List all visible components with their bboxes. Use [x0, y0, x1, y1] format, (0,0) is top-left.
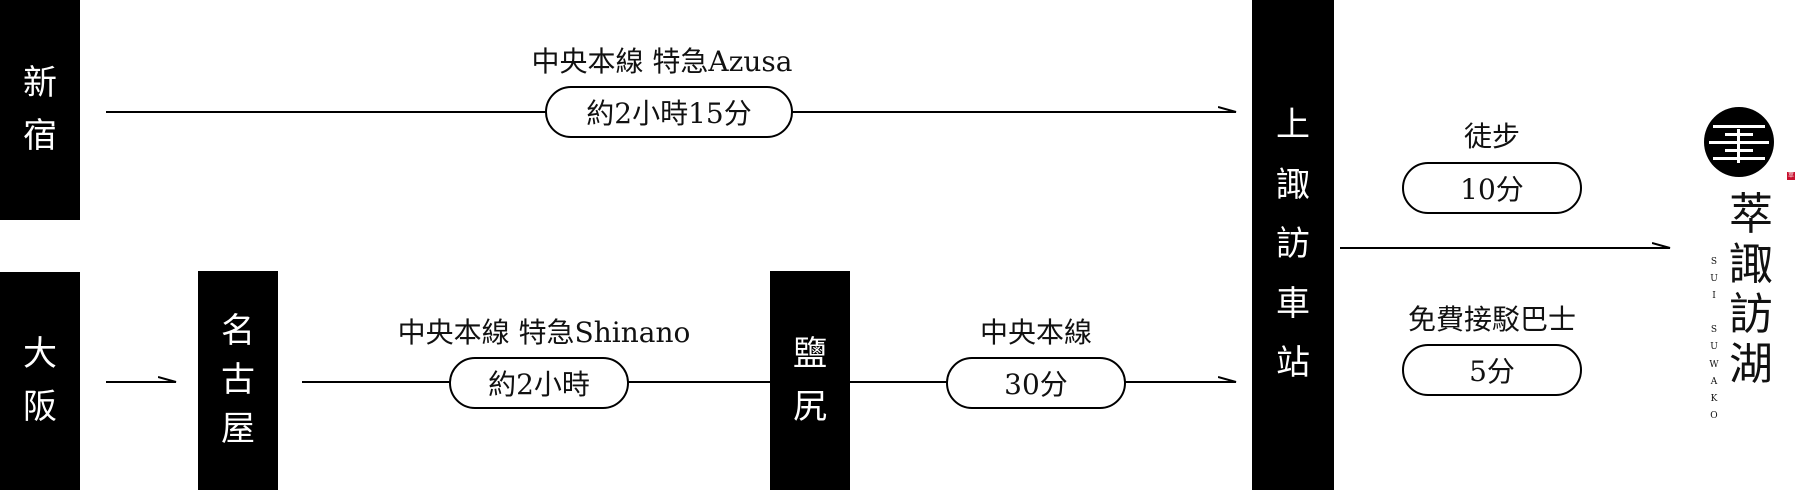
logo-roman-char: O: [1710, 410, 1718, 421]
logo-roman-char: U: [1710, 274, 1718, 285]
station-osaka: 大 阪: [0, 272, 80, 490]
station-kamisuwa-char-1: 上: [1276, 105, 1310, 146]
route-shiojiri-time-pill: 30分: [946, 357, 1126, 409]
route-hotel-line: [1340, 247, 1670, 249]
walk-time-pill: 10分: [1402, 162, 1582, 214]
station-shinjuku-char-2: 宿: [23, 116, 57, 156]
logo-roman-char: I: [1712, 291, 1716, 302]
route-shiojiri-arrowhead: [1218, 376, 1237, 383]
route-nagoya-time: 約2小時: [488, 368, 590, 401]
route-osaka-line: [106, 381, 174, 383]
logo-name-char: 萃: [1729, 189, 1773, 240]
logo-roman-char: W: [1709, 359, 1719, 370]
logo-roman-char: S: [1710, 325, 1718, 336]
station-osaka-char-1: 大: [23, 334, 57, 375]
station-kamisuwa-char-4: 車: [1276, 283, 1310, 324]
logo-name: 萃 諏 訪 湖: [1721, 189, 1781, 391]
logo-name-char: 訪: [1729, 289, 1773, 341]
station-shiojiri-char-2: 尻: [793, 386, 827, 427]
station-nagoya-char-2: 古: [221, 359, 255, 400]
station-kamisuwa-char-2: 諏: [1276, 164, 1310, 205]
route-osaka-arrowhead: [158, 376, 177, 383]
station-kamisuwa: 上 諏 訪 車 站: [1252, 0, 1334, 490]
walk-time: 10分: [1460, 173, 1524, 206]
station-shinjuku: 新 宿: [0, 0, 80, 220]
route-shinjuku-line-label: 中央本線 特急Azusa: [531, 45, 793, 78]
logo-name-char: 諏: [1729, 239, 1773, 291]
station-shiojiri: 鹽 尻: [770, 271, 850, 490]
station-nagoya: 名 古 屋: [198, 271, 278, 490]
route-shiojiri-line-label: 中央本線: [979, 316, 1093, 349]
route-nagoya-time-pill: 約2小時: [449, 357, 629, 409]
station-shiojiri-char-1: 鹽: [793, 333, 827, 374]
logo-emblem: [1704, 107, 1774, 177]
logo-roman-char: [1713, 305, 1716, 322]
station-shinjuku-char-1: 新: [23, 63, 57, 104]
station-nagoya-char-3: 屋: [221, 409, 255, 450]
route-hotel-arrowhead: [1652, 242, 1671, 249]
shuttle-time-pill: 5分: [1402, 344, 1582, 396]
route-nagoya-line-label: 中央本線 特急Shinano: [397, 316, 691, 349]
logo-name-char: 湖: [1729, 339, 1773, 391]
logo-roman-char: A: [1710, 376, 1718, 387]
logo-roman-char: K: [1710, 393, 1718, 404]
station-nagoya-char-1: 名: [221, 310, 255, 351]
route-shinjuku-time: 約2小時15分: [586, 97, 752, 130]
station-kamisuwa-char-3: 訪: [1276, 224, 1310, 265]
logo-seal: 萃: [1787, 172, 1795, 180]
logo-romanization: S U I S U W A K O: [1709, 254, 1719, 425]
route-shinjuku-arrowhead: [1218, 106, 1237, 113]
logo-seal-text: 萃: [1787, 172, 1794, 179]
station-osaka-char-2: 阪: [23, 387, 57, 427]
walk-label: 徒步: [1463, 120, 1521, 153]
route-shiojiri-time: 30分: [1004, 368, 1068, 401]
logo-roman-char: U: [1710, 342, 1718, 353]
station-kamisuwa-char-5: 站: [1276, 343, 1310, 384]
shuttle-time: 5分: [1469, 355, 1515, 388]
shuttle-label: 免費接駁巴士: [1407, 303, 1577, 336]
logo-roman-char: S: [1710, 257, 1718, 267]
route-shinjuku-time-pill: 約2小時15分: [545, 86, 793, 138]
